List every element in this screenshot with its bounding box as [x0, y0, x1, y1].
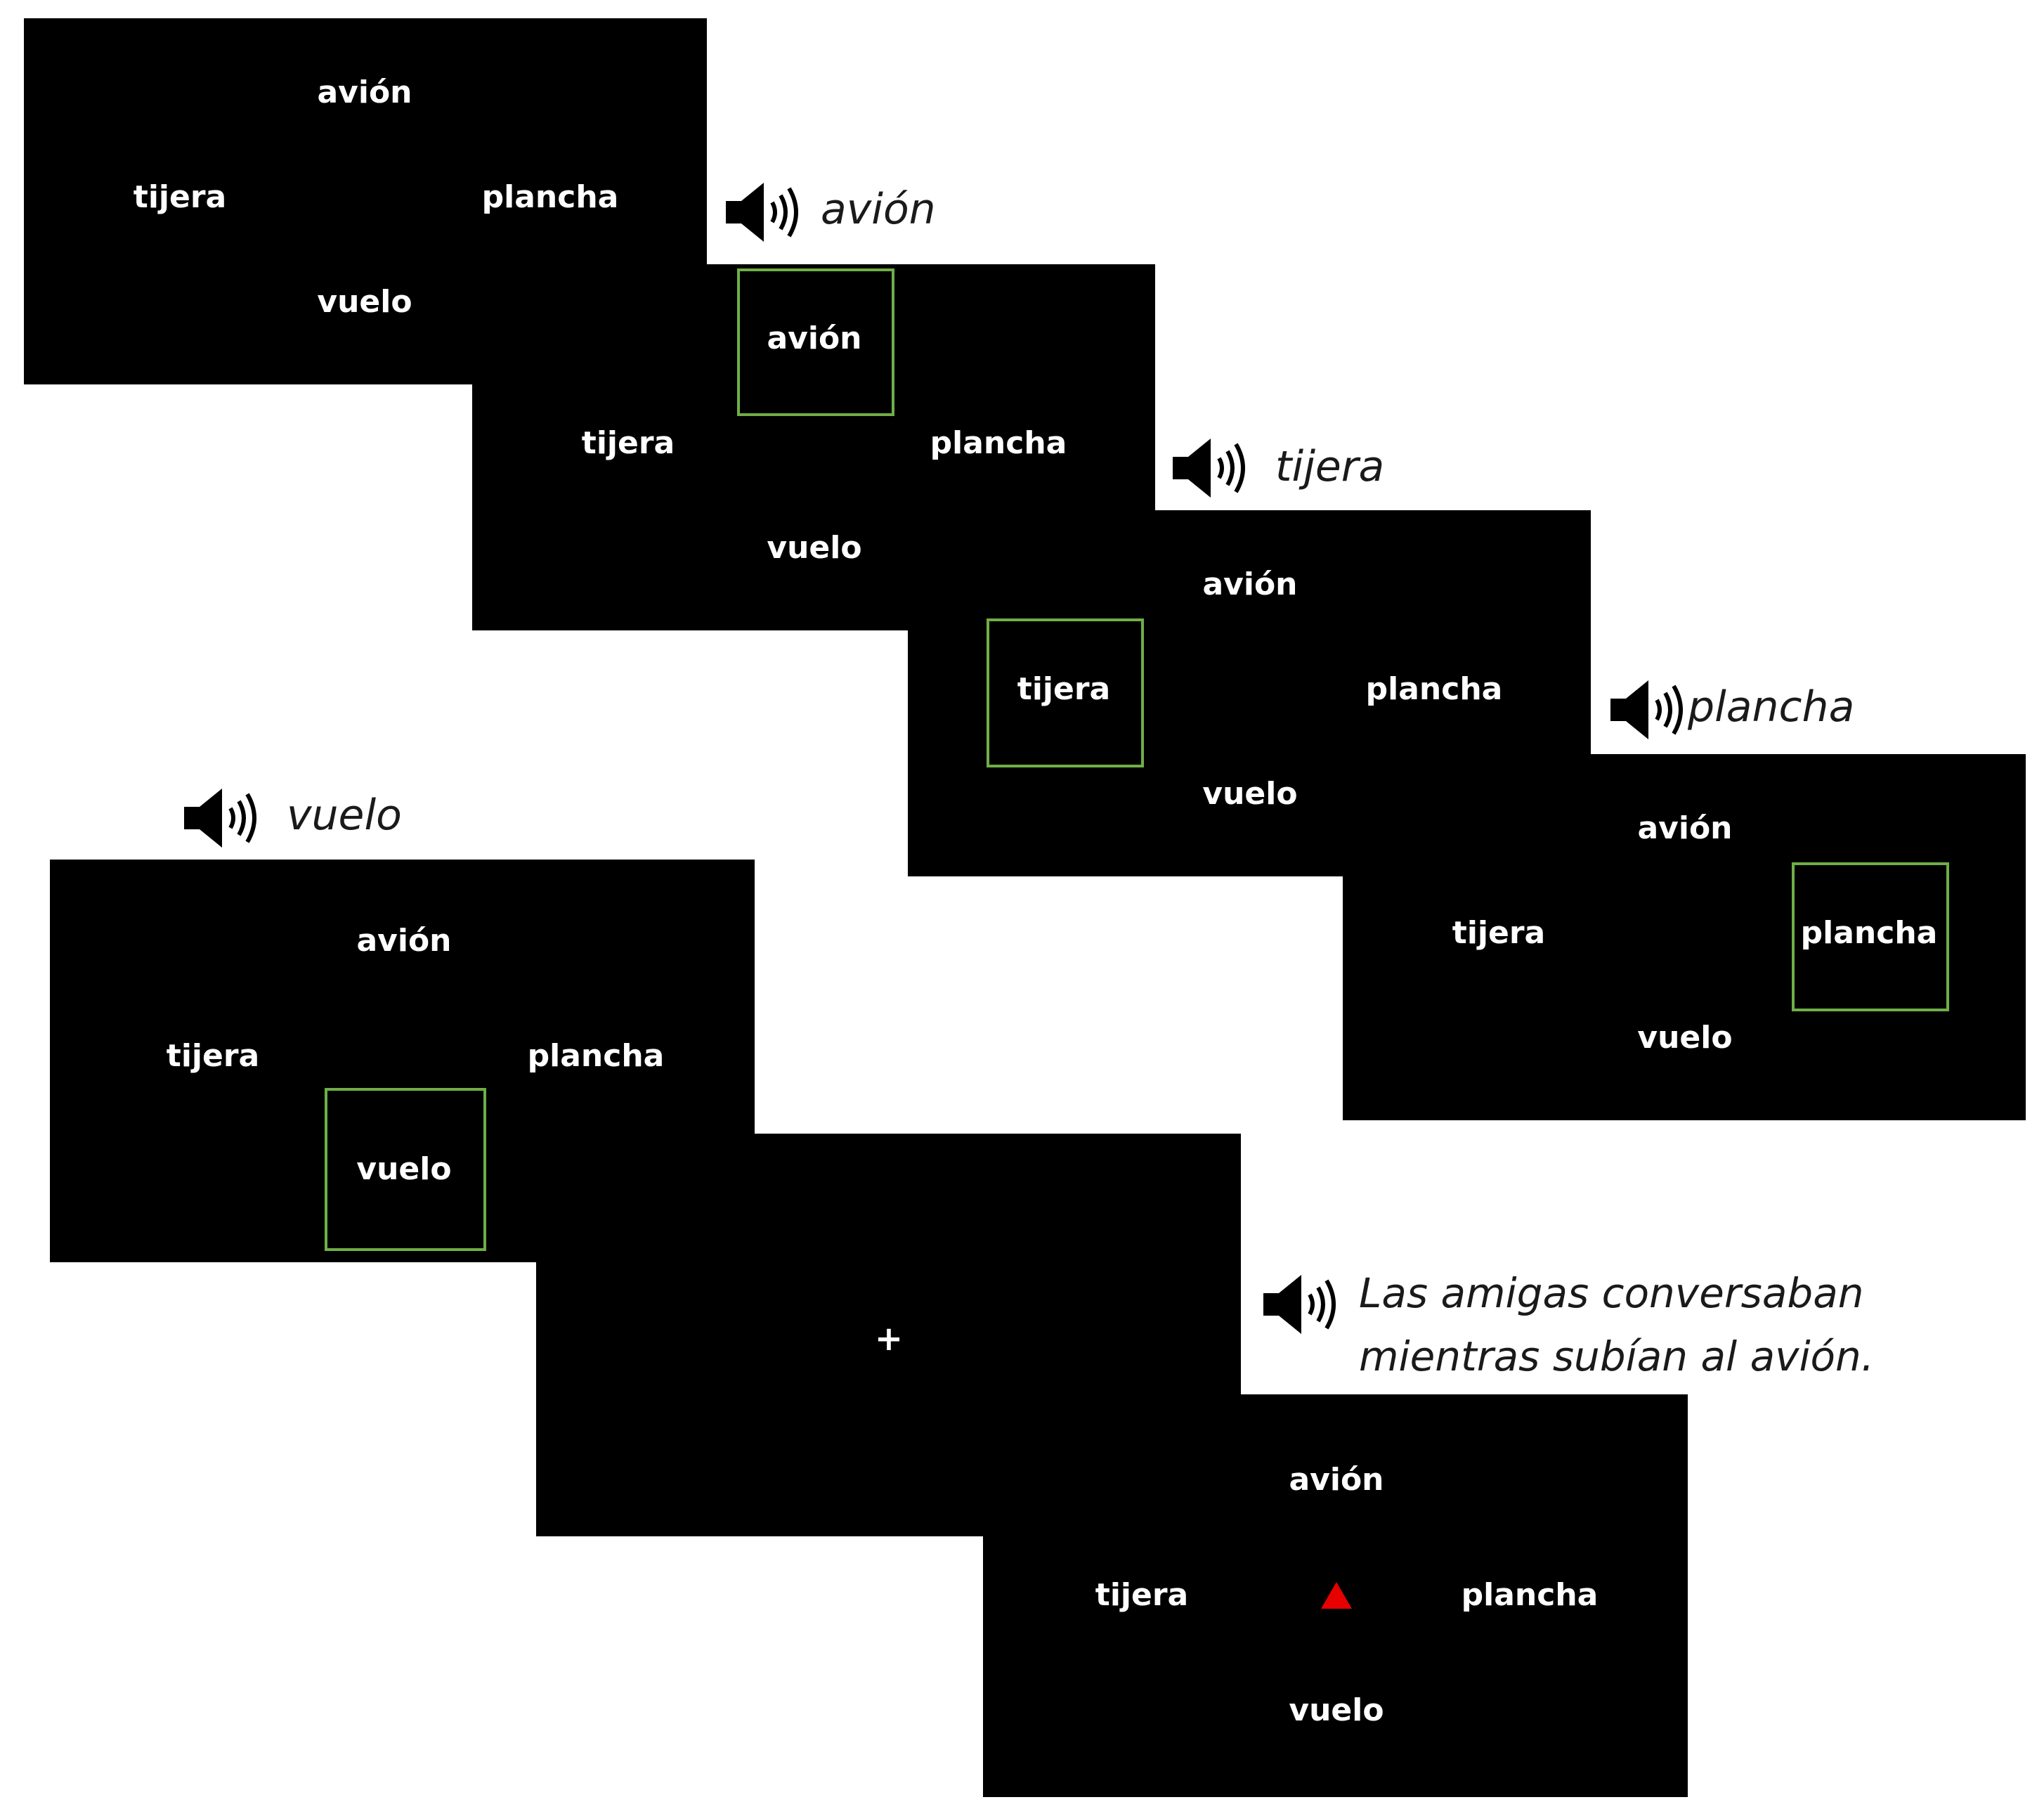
- word-right: plancha: [527, 1038, 665, 1074]
- word-right: plancha: [1365, 671, 1503, 707]
- word-top: avión: [317, 74, 412, 110]
- word-right: plancha: [930, 425, 1067, 461]
- audio-cue-label: vuelo: [287, 791, 402, 840]
- audio-cue-label: tijera: [1275, 442, 1385, 491]
- word-bottom: vuelo: [767, 530, 862, 566]
- highlight-box: [325, 1088, 486, 1251]
- word-left: tijera: [1095, 1577, 1189, 1613]
- word-bottom: vuelo: [317, 284, 412, 320]
- speaker-icon: [1258, 1271, 1342, 1338]
- audio-cue-label: avión: [821, 185, 936, 234]
- word-bottom: vuelo: [356, 1151, 452, 1187]
- screen-4-plancha-highlight: avión tijera plancha vuelo: [1343, 754, 2026, 1120]
- highlight-box: [987, 618, 1144, 767]
- word-top: avión: [1637, 810, 1733, 846]
- word-top: avión: [1202, 566, 1298, 602]
- highlight-box: [737, 268, 894, 416]
- word-top: avión: [767, 320, 862, 356]
- word-top: avión: [1289, 1462, 1384, 1498]
- word-right: plancha: [1800, 915, 1938, 951]
- speaker-icon: [178, 784, 263, 852]
- speaker-icon: [1605, 676, 1689, 744]
- sentence-line-2: mientras subían al avión.: [1359, 1333, 1875, 1380]
- screen-7-target-display: avión tijera plancha vuelo: [983, 1394, 1688, 1797]
- speaker-icon: [720, 179, 805, 246]
- word-left: tijera: [133, 179, 227, 215]
- highlight-box: [1792, 862, 1949, 1011]
- word-bottom: vuelo: [1637, 1020, 1733, 1056]
- up-triangle-icon: [1321, 1582, 1352, 1609]
- screen-1-preview: avión tijera plancha vuelo: [24, 18, 707, 384]
- sentence-audio-text: Las amigas conversaban mientras subían a…: [1359, 1262, 1874, 1388]
- speaker-icon: [1167, 434, 1251, 502]
- audio-cue-label: plancha: [1688, 682, 1855, 732]
- word-right: plancha: [481, 179, 619, 215]
- word-left: tijera: [1452, 915, 1546, 951]
- fixation-cross: +: [874, 1319, 904, 1359]
- screen-3-tijera-highlight: avión tijera plancha vuelo: [908, 510, 1591, 876]
- word-left: tijera: [1017, 671, 1111, 707]
- word-bottom: vuelo: [1289, 1692, 1384, 1728]
- word-left: tijera: [581, 425, 675, 461]
- word-left: tijera: [166, 1038, 260, 1074]
- sentence-line-1: Las amigas conversaban: [1359, 1269, 1864, 1317]
- word-bottom: vuelo: [1202, 776, 1298, 812]
- word-right: plancha: [1461, 1577, 1599, 1613]
- word-top: avión: [356, 923, 452, 959]
